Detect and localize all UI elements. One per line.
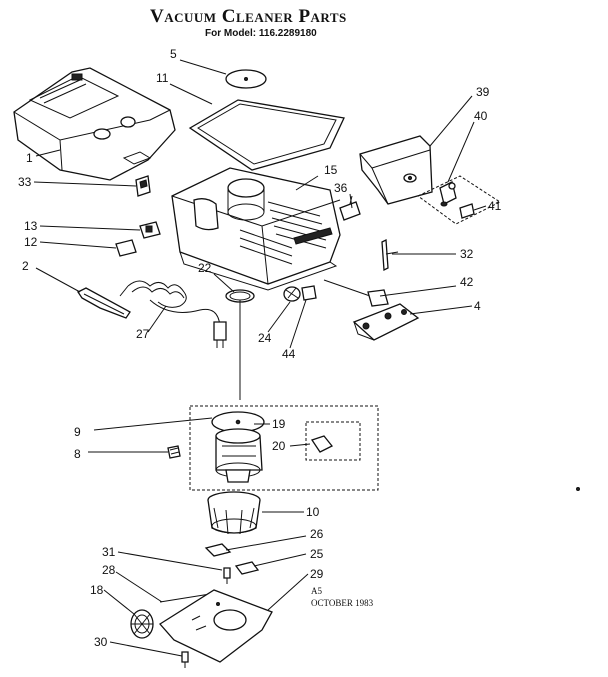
revision-date: OCTOBER 1983 bbox=[311, 598, 374, 608]
canister-tank-part bbox=[171, 167, 341, 291]
callout-24: 24 bbox=[258, 331, 272, 345]
callout-27: 27 bbox=[136, 327, 150, 341]
callout-31: 31 bbox=[102, 545, 116, 559]
callout-25: 25 bbox=[310, 547, 324, 561]
screw-30-part bbox=[181, 651, 189, 668]
callout-20: 20 bbox=[272, 439, 286, 453]
diagram-title: Vacuum Cleaner Parts bbox=[150, 6, 347, 27]
caster-assembly-part bbox=[352, 303, 420, 341]
callout-39: 39 bbox=[476, 85, 490, 99]
clip-25-part bbox=[234, 561, 260, 575]
callout-13: 13 bbox=[24, 219, 38, 233]
gasket-frame-part bbox=[188, 99, 345, 171]
callout-41: 41 bbox=[488, 199, 502, 213]
switch-part bbox=[139, 221, 161, 239]
callout-18: 18 bbox=[90, 583, 104, 597]
cord-connector-part bbox=[323, 279, 389, 307]
bottom-plate-part bbox=[159, 589, 273, 663]
callout-10: 10 bbox=[306, 505, 320, 519]
hood-cover-part bbox=[13, 67, 176, 181]
wheel-axle-part bbox=[301, 285, 317, 301]
callout-40: 40 bbox=[474, 109, 488, 123]
callout-9: 9 bbox=[74, 425, 81, 439]
callout-30: 30 bbox=[94, 635, 108, 649]
stray-mark bbox=[576, 487, 580, 491]
callout-12: 12 bbox=[24, 235, 38, 249]
screw-31-part bbox=[223, 567, 231, 584]
bag-housing-part bbox=[359, 135, 433, 205]
callout-labels: 5 11 39 40 1 15 33 36 41 13 32 12 2 22 4… bbox=[18, 47, 502, 649]
callout-4: 4 bbox=[474, 299, 481, 313]
latch-detail-group bbox=[417, 175, 502, 225]
cord-rest-part bbox=[77, 287, 131, 319]
callout-42: 42 bbox=[460, 275, 474, 289]
callout-11: 11 bbox=[156, 71, 169, 85]
pin-part bbox=[159, 593, 211, 603]
filter-disc-part bbox=[225, 69, 267, 89]
callout-36: 36 bbox=[334, 181, 348, 195]
callout-2: 2 bbox=[22, 259, 29, 273]
callout-1: 1 bbox=[26, 151, 33, 165]
callout-22: 22 bbox=[198, 261, 212, 275]
callout-32: 32 bbox=[460, 247, 474, 261]
leader-lines bbox=[33, 59, 487, 657]
wheel-part bbox=[283, 286, 301, 302]
inlet-latch-part bbox=[339, 195, 361, 221]
callout-33: 33 bbox=[18, 175, 32, 189]
fan-housing-part bbox=[207, 491, 261, 535]
model-subtitle: For Model: 116.2289180 bbox=[205, 28, 317, 39]
callout-8: 8 bbox=[74, 447, 81, 461]
rear-wheel-part bbox=[130, 609, 154, 639]
bracket-part bbox=[135, 175, 151, 197]
callout-19: 19 bbox=[272, 417, 286, 431]
motor-group-box bbox=[189, 405, 379, 491]
callout-15: 15 bbox=[324, 163, 338, 177]
callout-26: 26 bbox=[310, 527, 324, 541]
carbon-brush-part bbox=[167, 445, 181, 459]
callout-5: 5 bbox=[170, 47, 177, 61]
clip-26-part bbox=[204, 543, 232, 557]
clip-bracket-part bbox=[381, 238, 399, 272]
callout-29: 29 bbox=[310, 567, 324, 581]
button-part bbox=[115, 239, 137, 257]
callout-44: 44 bbox=[282, 347, 296, 361]
revision-code: A5 bbox=[311, 586, 322, 596]
callout-28: 28 bbox=[102, 563, 116, 577]
power-cord-part bbox=[119, 280, 227, 348]
